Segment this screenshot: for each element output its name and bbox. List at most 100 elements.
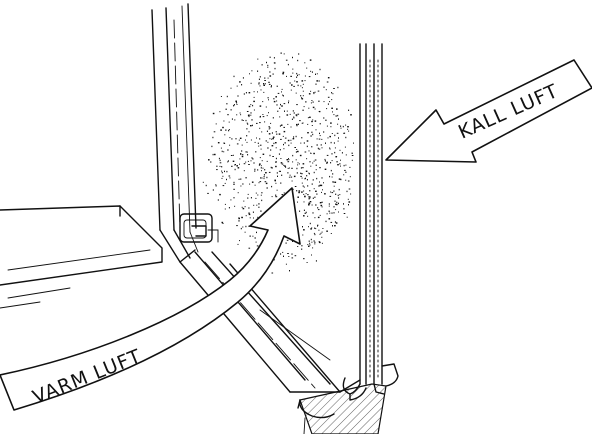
- condensation-droplet: [313, 232, 315, 234]
- condensation-droplet: [236, 225, 238, 227]
- condensation-droplet: [226, 103, 228, 105]
- condensation-droplet: [327, 137, 329, 139]
- condensation-droplet: [336, 201, 338, 204]
- condensation-droplet: [275, 147, 277, 149]
- condensation-droplet: [282, 95, 284, 97]
- condensation-droplet: [221, 171, 223, 174]
- condensation-droplet: [308, 172, 310, 174]
- condensation-droplet: [293, 116, 295, 118]
- condensation-droplet: [331, 99, 333, 101]
- condensation-droplet: [350, 193, 352, 195]
- condensation-droplet: [227, 114, 229, 116]
- condensation-droplet: [297, 196, 299, 198]
- condensation-droplet: [247, 160, 249, 162]
- condensation-droplet: [270, 166, 272, 169]
- condensation-droplet: [216, 165, 218, 167]
- condensation-droplet: [298, 74, 300, 76]
- condensation-droplet: [275, 96, 277, 98]
- condensation-droplet: [239, 137, 242, 139]
- condensation-droplet: [234, 164, 236, 166]
- condensation-droplet: [293, 112, 295, 114]
- condensation-droplet: [301, 173, 303, 175]
- condensation-droplet: [327, 96, 330, 98]
- condensation-droplet: [317, 225, 318, 227]
- condensation-droplet: [301, 248, 303, 250]
- condensation-droplet: [281, 105, 283, 107]
- condensation-droplet: [337, 194, 339, 197]
- condensation-droplet: [326, 108, 328, 110]
- condensation-droplet: [231, 138, 233, 140]
- condensation-droplet: [342, 125, 344, 128]
- condensation-droplet: [292, 110, 294, 112]
- condensation-droplet: [333, 206, 335, 208]
- condensation-droplet: [301, 87, 303, 89]
- condensation-droplet: [314, 217, 316, 219]
- condensation-droplet: [313, 188, 315, 190]
- condensation-droplet: [269, 127, 271, 129]
- condensation-droplet: [321, 138, 323, 140]
- condensation-droplet: [259, 163, 261, 165]
- condensation-droplet: [266, 61, 267, 64]
- condensation-droplet: [233, 105, 235, 107]
- condensation-droplet: [290, 76, 292, 77]
- condensation-droplet: [252, 104, 254, 107]
- condensation-droplet: [270, 149, 272, 151]
- condensation-droplet: [264, 169, 266, 171]
- condensation-droplet: [316, 193, 318, 195]
- condensation-droplet: [216, 169, 218, 171]
- condensation-droplet: [312, 101, 314, 103]
- condensation-droplet: [228, 121, 230, 123]
- condensation-droplet: [262, 114, 264, 115]
- condensation-droplet: [248, 105, 251, 108]
- condensation-droplet: [260, 165, 262, 167]
- condensation-droplet: [230, 199, 232, 201]
- condensation-droplet: [245, 151, 247, 153]
- condensation-droplet: [301, 97, 303, 99]
- condensation-droplet: [326, 154, 329, 156]
- condensation-droplet: [245, 225, 247, 228]
- condensation-droplet: [325, 119, 327, 121]
- condensation-droplet: [254, 141, 256, 143]
- condensation-droplet: [308, 173, 310, 175]
- condensation-droplet: [308, 226, 309, 228]
- condensation-droplet: [235, 138, 237, 140]
- condensation-droplet: [253, 109, 255, 111]
- condensation-droplet: [321, 201, 323, 203]
- condensation-droplet: [294, 186, 297, 187]
- condensation-droplet: [269, 71, 271, 73]
- condensation-droplet: [305, 101, 307, 103]
- condensation-droplet: [305, 177, 306, 180]
- condensation-droplet: [250, 104, 252, 106]
- condensation-droplet: [351, 152, 353, 154]
- condensation-droplet: [312, 247, 314, 249]
- condensation-droplet: [295, 135, 297, 138]
- condensation-droplet: [233, 104, 235, 106]
- condensation-droplet: [324, 168, 327, 170]
- condensation-droplet: [276, 85, 278, 87]
- condensation-droplet: [351, 155, 354, 156]
- condensation-droplet: [251, 157, 253, 159]
- condensation-droplet: [279, 107, 281, 109]
- condensation-droplet: [284, 142, 286, 144]
- condensation-droplet: [323, 101, 325, 103]
- condensation-droplet: [224, 203, 226, 205]
- condensation-droplet: [302, 226, 303, 228]
- condensation-droplet: [299, 154, 302, 157]
- condensation-droplet: [268, 133, 271, 135]
- condensation-droplet: [219, 193, 221, 196]
- condensation-droplet: [254, 168, 256, 171]
- condensation-droplet: [285, 263, 287, 265]
- condensation-droplet: [243, 93, 245, 95]
- condensation-droplet: [336, 108, 338, 110]
- condensation-droplet: [253, 96, 255, 98]
- condensation-droplet: [286, 114, 289, 116]
- condensation-droplet: [249, 217, 251, 219]
- condensation-droplet: [276, 172, 278, 174]
- condensation-droplet: [280, 170, 281, 172]
- condensation-droplet: [292, 154, 294, 157]
- condensation-droplet: [271, 132, 273, 134]
- condensation-droplet: [233, 197, 235, 199]
- condensation-droplet: [331, 212, 333, 214]
- condensation-droplet: [312, 119, 314, 121]
- condensation-droplet: [267, 147, 269, 149]
